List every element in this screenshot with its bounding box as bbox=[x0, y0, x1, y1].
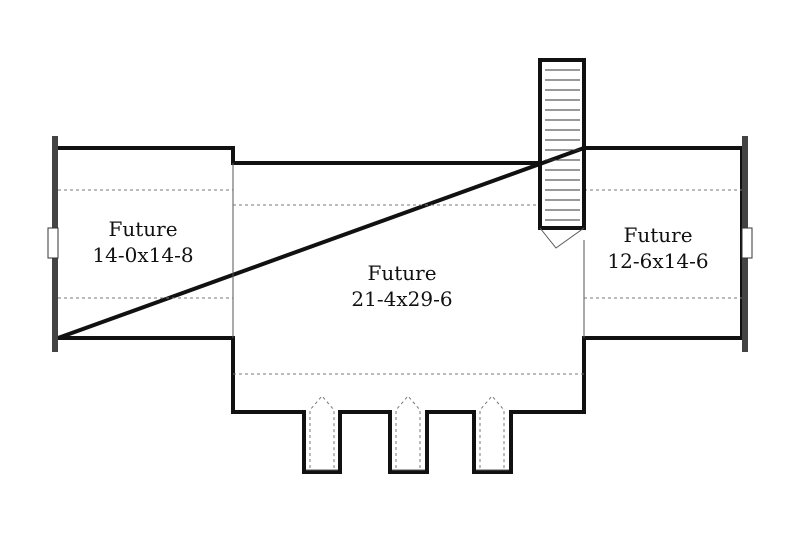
right-window bbox=[741, 227, 753, 259]
dormer-center bbox=[392, 395, 425, 471]
right-room-size: 12-6x14-6 bbox=[607, 249, 708, 273]
staircase bbox=[538, 58, 586, 230]
right-room-name: Future bbox=[623, 223, 692, 247]
dormer-left bbox=[306, 395, 338, 471]
center-room-name: Future bbox=[367, 261, 436, 285]
left-room-size: 14-0x14-8 bbox=[92, 243, 193, 267]
left-room-name: Future bbox=[108, 217, 177, 241]
center-room-size: 21-4x29-6 bbox=[351, 287, 452, 311]
stair-door-swing bbox=[539, 227, 585, 249]
exterior-wall-outline bbox=[56, 146, 744, 474]
dormer-right bbox=[476, 395, 509, 471]
left-window bbox=[47, 227, 59, 259]
